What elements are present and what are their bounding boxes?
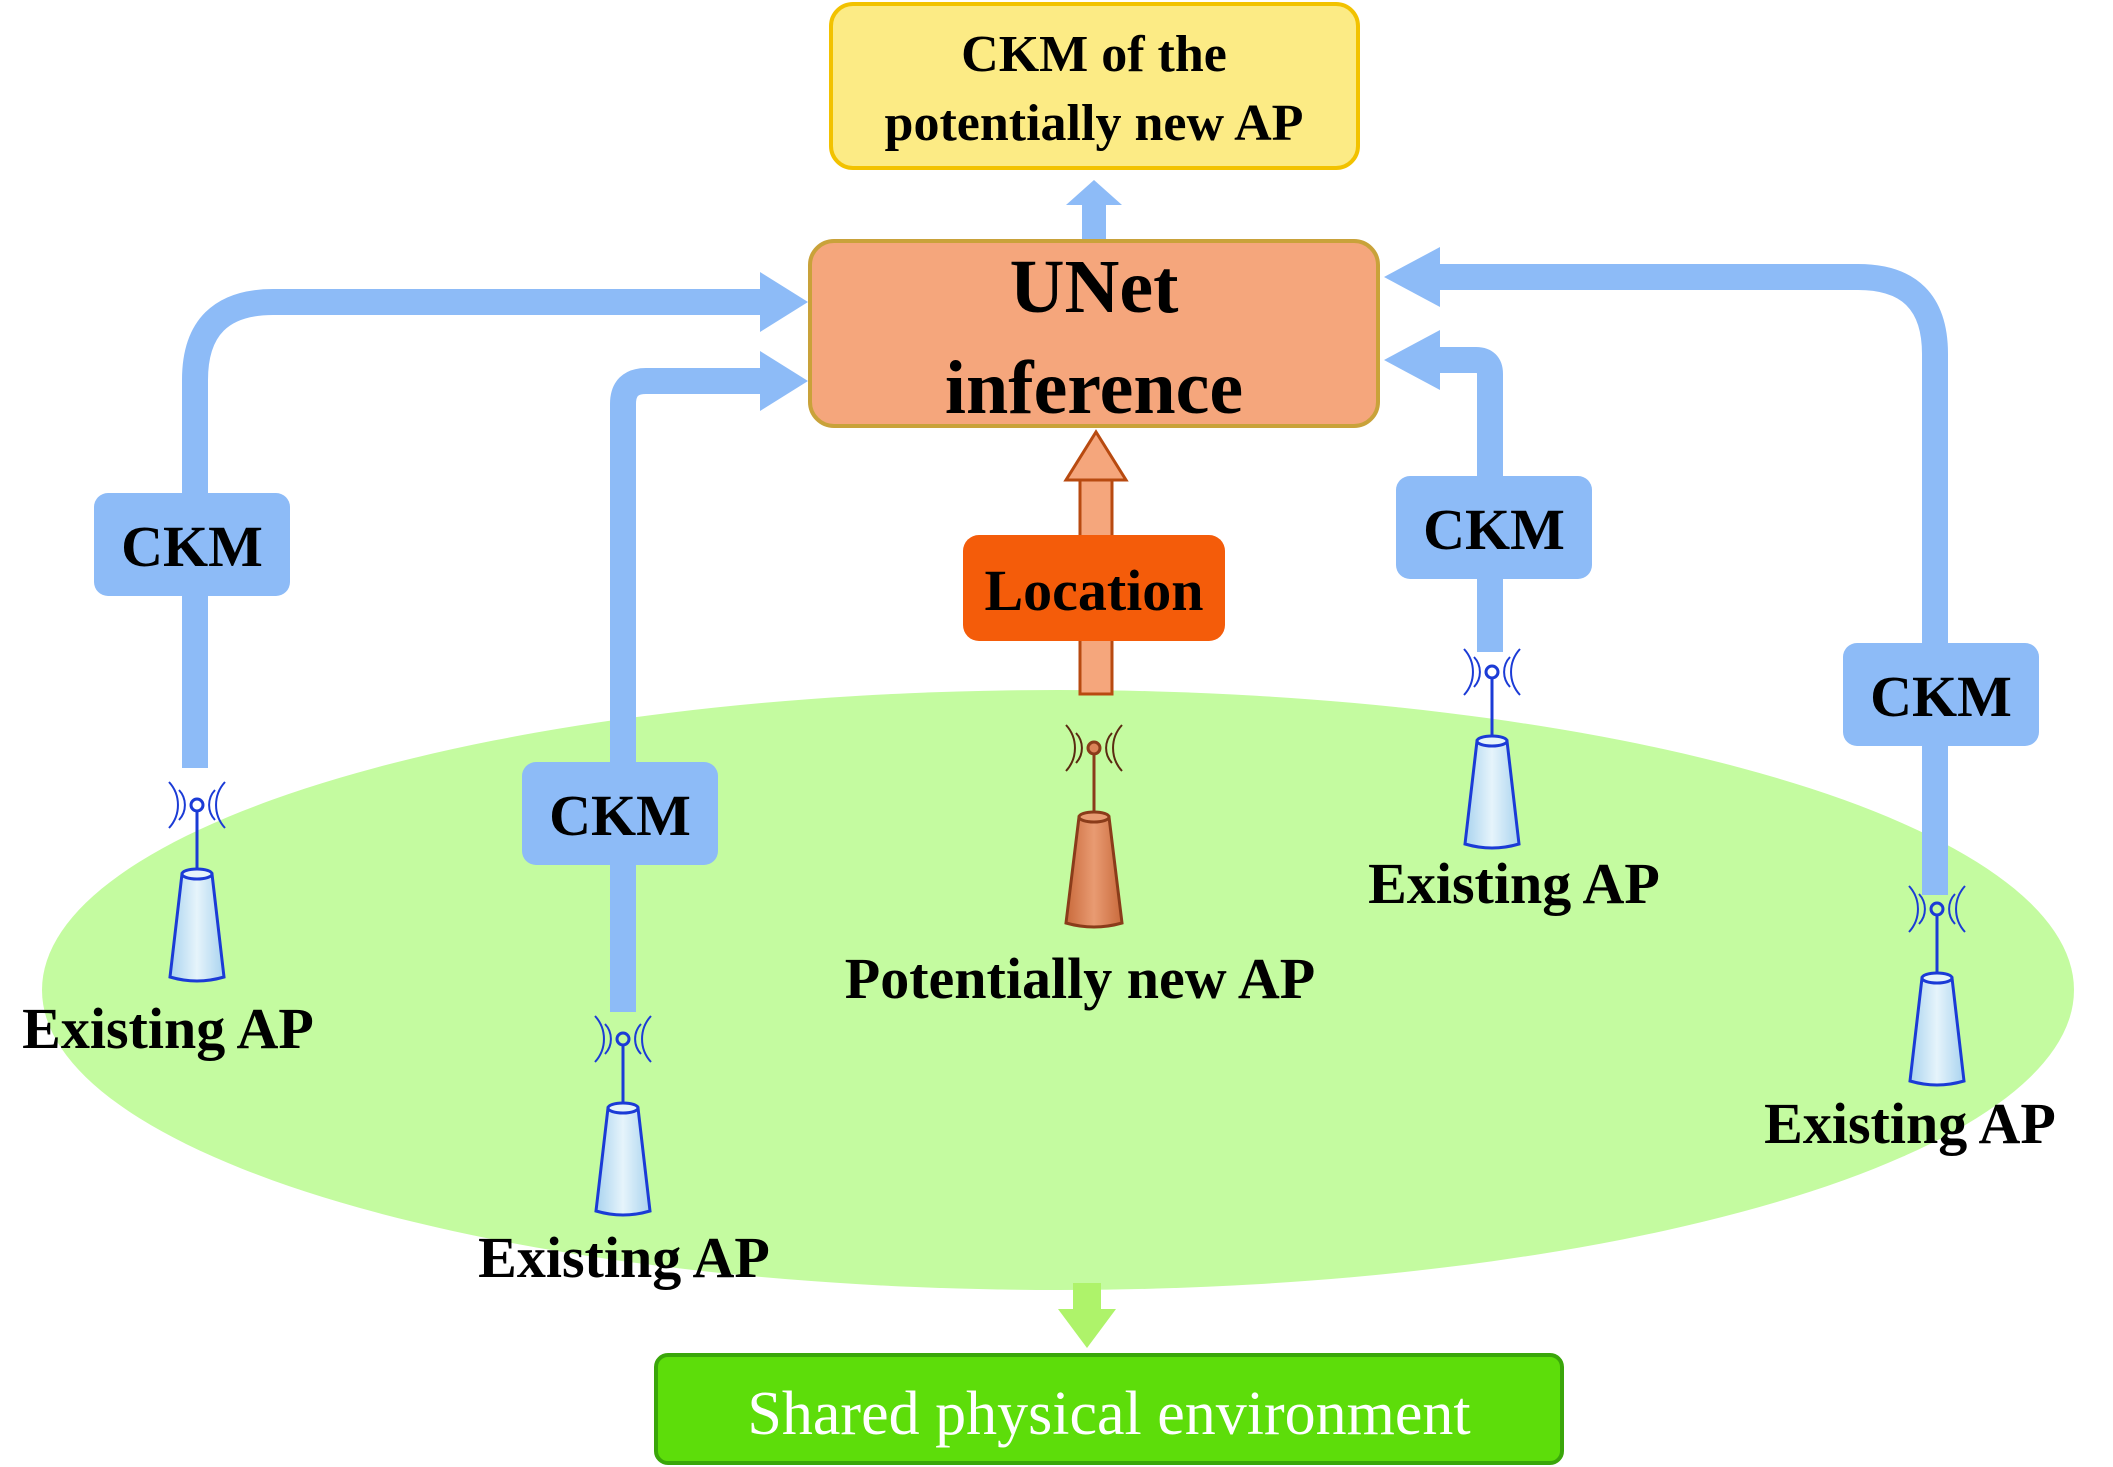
ckm-box-3: CKM [1396, 476, 1592, 579]
arrowhead-left-1 [760, 272, 808, 332]
unet-box-line1: UNet [1010, 245, 1179, 329]
output-box-line2: potentially new AP [885, 95, 1304, 152]
existing-ap-icon-4 [1908, 885, 1966, 1087]
ckm-label-2: CKM [549, 783, 691, 848]
unet-box-line2: inference [945, 346, 1243, 430]
output-box-line1: CKM of the [961, 26, 1227, 83]
ckm-pipe-1 [182, 289, 760, 768]
ckm-label-4: CKM [1870, 664, 2012, 729]
arrowhead-right-2 [1384, 330, 1440, 390]
ckm-pipe-4 [1440, 264, 1948, 895]
existing-ap-icon-3 [1463, 648, 1521, 850]
ckm-pipe-2 [610, 368, 760, 1012]
existing-ap-icon-1 [168, 781, 226, 983]
location-box: Location [963, 535, 1225, 641]
existing-ap-icon-2 [594, 1015, 652, 1217]
new-ap-label: Potentially new AP [845, 946, 1315, 1011]
ckm-label-3: CKM [1423, 497, 1565, 562]
ckm-box-4: CKM [1843, 643, 2039, 746]
output-arrow [1066, 180, 1122, 241]
ckm-box-1: CKM [94, 493, 290, 596]
existing-ap-label-4: Existing AP [1764, 1091, 2056, 1156]
output-box: CKM of the potentially new AP [829, 2, 1360, 170]
existing-ap-label-3: Existing AP [1368, 851, 1660, 916]
ckm-pipe-3 [1440, 347, 1503, 652]
location-label: Location [984, 558, 1203, 623]
arrowhead-right-1 [1384, 247, 1440, 307]
unet-box: UNet inference [808, 239, 1380, 430]
existing-ap-label-1: Existing AP [22, 996, 314, 1061]
environment-label: Shared physical environment [747, 1380, 1470, 1448]
new-ap-icon [1064, 724, 1124, 929]
existing-ap-label-2: Existing AP [478, 1225, 770, 1290]
environment-box: Shared physical environment [654, 1353, 1564, 1465]
environment-arrow [1058, 1283, 1116, 1348]
ckm-label-1: CKM [121, 514, 263, 579]
arrowhead-left-2 [760, 351, 808, 411]
ckm-box-2: CKM [522, 762, 718, 865]
